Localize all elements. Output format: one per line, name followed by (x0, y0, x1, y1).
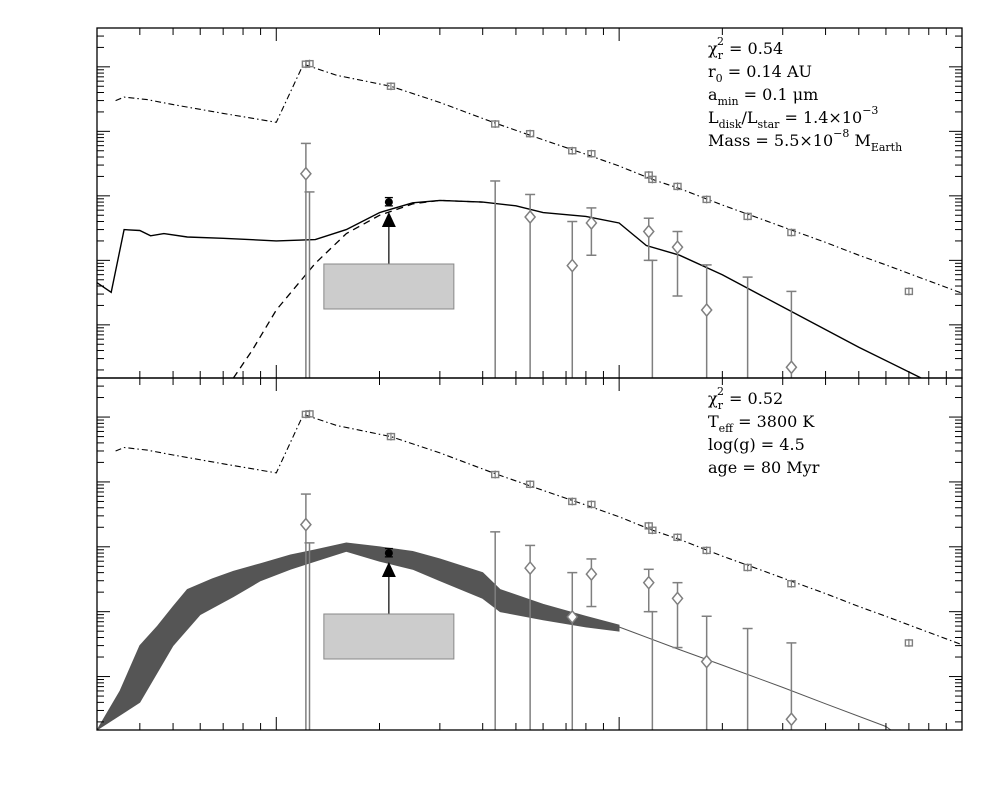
photometry-point (743, 563, 752, 572)
excess-point (671, 240, 684, 255)
chara-point (384, 549, 393, 558)
disc-model-total-curve (97, 199, 922, 378)
excess-point (700, 302, 713, 318)
photometry-point (587, 150, 596, 158)
companion-spectrum-band (97, 542, 620, 730)
excess-point (566, 609, 579, 625)
photometry-point (702, 195, 711, 204)
excess-point (785, 712, 798, 727)
annotation-line-3: log(g) = 4.5 (708, 435, 805, 454)
photometry-point (490, 120, 500, 128)
chara-label-box (323, 263, 455, 310)
chara-arrow-head (381, 212, 396, 227)
photometry-point (525, 129, 535, 138)
photometry-point (587, 500, 596, 509)
photometry-point (648, 175, 657, 184)
photometry-point (787, 228, 796, 237)
chara-arrow-head (381, 562, 396, 577)
excess-point (299, 166, 312, 181)
excess-point (642, 224, 655, 239)
excess-point (785, 360, 798, 375)
excess-point (585, 566, 598, 582)
photometry-point (305, 410, 314, 418)
photometry-point (386, 432, 396, 441)
annotation-line-4: Ldisk/Lstar = 1.4×10−3 (708, 104, 878, 131)
photometry-point (568, 497, 577, 506)
photometry-point (702, 546, 711, 555)
photometry-point (525, 480, 535, 488)
excess-point (566, 258, 579, 273)
excess-point (299, 517, 312, 532)
excess-point (585, 215, 598, 231)
photometry-point (743, 212, 752, 221)
photometry-point (568, 147, 577, 155)
annotation-line-1: χr2 = 0.52 (708, 385, 783, 412)
annotation-line-4: age = 80 Myr (708, 458, 820, 477)
stellar-model-curve (115, 63, 962, 294)
chara-point (384, 198, 393, 207)
chara-label-box (323, 613, 455, 660)
annotation-line-5: Mass = 5.5×10−8 MEarth (708, 127, 902, 154)
plot-area-bottom (97, 409, 962, 730)
photometry-point (787, 579, 796, 588)
annotation-line-3: amin = 0.1 μm (708, 85, 818, 108)
photometry-point (673, 182, 682, 191)
plot-area-top (97, 59, 962, 378)
photometry-point (904, 639, 914, 647)
annotation-line-2: r0 = 0.14 AU (708, 62, 812, 85)
excess-point (671, 591, 684, 606)
photometry-point (648, 526, 657, 534)
companion-spectrum-tail (618, 626, 892, 730)
photometry-point (673, 533, 682, 542)
photometry-point (386, 82, 396, 90)
plot-frame-bottom (96, 377, 963, 731)
excess-point (524, 209, 537, 225)
excess-point (524, 560, 537, 576)
photometry-point (904, 287, 914, 296)
disc-model-dust-curve (232, 199, 483, 378)
annotation-line-2: Teff = 3800 K (708, 412, 815, 435)
photometry-point (490, 470, 500, 479)
stellar-model-curve (115, 413, 962, 646)
annotation-line-1: χr2 = 0.54 (708, 35, 783, 62)
photometry-point (305, 59, 314, 68)
excess-point (642, 575, 655, 590)
excess-point (700, 654, 713, 669)
